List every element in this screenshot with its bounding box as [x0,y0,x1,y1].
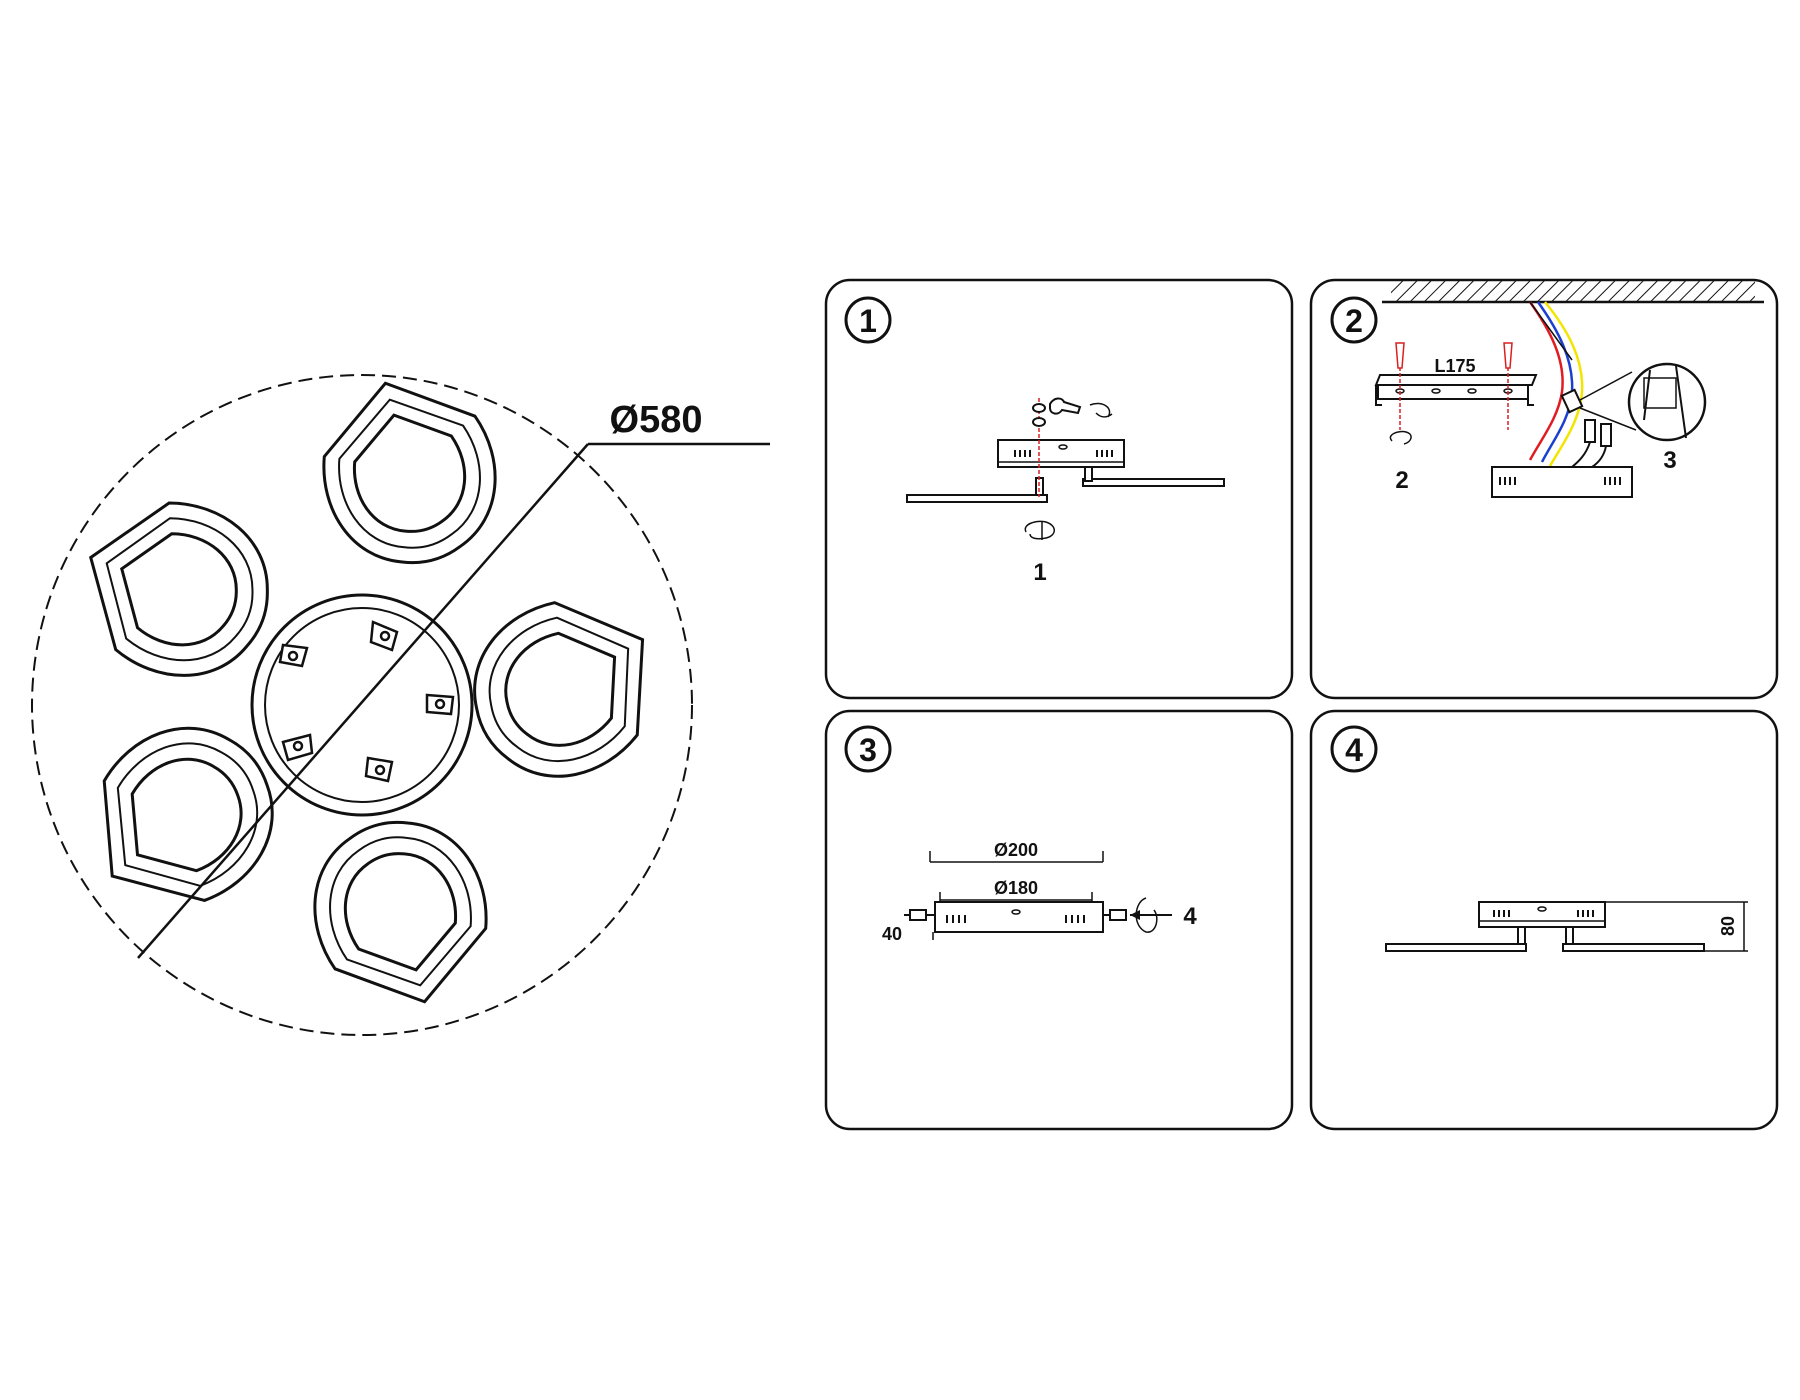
lamp-body-wiring [1491,419,1633,498]
panel-frames [824,278,1779,1131]
step-2-illustration: L175 2 3 [1374,280,1764,498]
bar-length-label: L175 [1434,356,1475,376]
rotate-arrow-icon [1024,520,1055,540]
height-label: 80 [1718,916,1738,936]
mounting-bar [1374,342,1538,430]
step-3-number: 3 [859,732,877,768]
step-3-illustration: Ø200 Ø180 40 4 [882,840,1197,944]
step-1-illustration: 1 [906,397,1225,586]
inner-diameter-label: Ø180 [994,878,1038,898]
arm-right-assembled [1562,943,1705,952]
outer-diameter-label: Ø200 [994,840,1038,860]
screw-rotate-icon [1135,897,1158,933]
step-2-callout-connect: 3 [1663,447,1676,474]
arm-left [906,494,1048,503]
step-3-badge [844,725,892,773]
supply-wires [1528,301,1584,467]
diameter-leader-line [137,443,589,959]
arm-left-assembled [1385,943,1527,952]
step-1-number: 1 [859,303,877,339]
petal-right [440,566,690,811]
step-3-panel [824,709,1294,1131]
side-screw-left [904,909,935,921]
screw-rotate-icon [1389,430,1412,445]
step-4-badge [1330,725,1378,773]
step-4-panel [1309,709,1779,1131]
center-base-inner [264,607,460,803]
canopy-assembled [1478,901,1606,928]
ceiling-hatch [1391,280,1755,302]
rotate-icon [1089,402,1113,418]
step-1-callout: 1 [1033,559,1046,586]
canopy-side [934,901,1104,933]
step-4-illustration: 80 [1385,901,1748,952]
step-2-badge [1330,296,1378,344]
step-1-badge [844,296,892,344]
overview-top-view: Ø580 [31,359,770,1036]
step-1-panel [824,278,1294,700]
step-badges: 1 2 3 4 [844,296,1378,773]
canopy-box [997,439,1125,468]
petal-top [301,359,517,584]
screw-length-label: 40 [882,924,902,944]
center-base-outer [250,593,474,817]
step-2-callout-screw: 2 [1395,467,1408,494]
terminal-block [1560,371,1637,431]
side-screw-right [1103,909,1127,921]
step-3-callout-screw: 4 [1183,903,1197,930]
wrench-icon [1049,397,1082,415]
arm-right [1082,478,1225,487]
petal-lower-left [56,691,309,943]
outer-diameter-circle [31,374,693,1036]
mounting-tabs [278,620,455,783]
step-4-number: 4 [1345,732,1363,768]
petal-bottom [293,801,509,1026]
diameter-label: Ø580 [610,399,703,441]
step-2-number: 2 [1345,303,1363,339]
